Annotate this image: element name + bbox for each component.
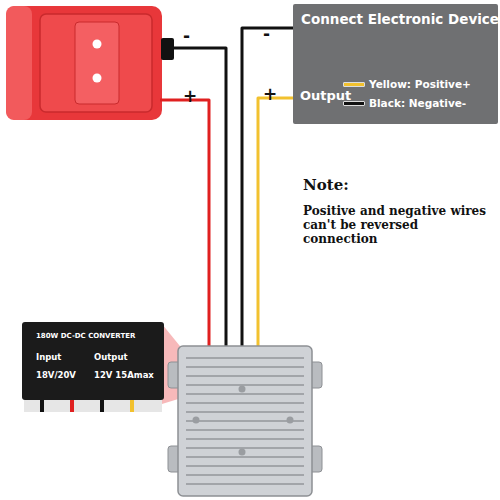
fins xyxy=(186,358,304,484)
table-cell: Input xyxy=(36,352,61,362)
table-cell: Output xyxy=(94,352,128,362)
yellow-wire xyxy=(258,98,300,350)
converter-label: 180W DC-DC CONVERTER Input Output 18V/20V 12… xyxy=(22,322,164,400)
screw-hole xyxy=(93,40,102,49)
adapter-center xyxy=(75,22,119,104)
screw xyxy=(193,417,200,424)
polarity-sign: - xyxy=(183,26,190,46)
polarity-sign: + xyxy=(263,84,277,104)
device-heading: Connect Electronic Device xyxy=(301,11,499,27)
label-title: 180W DC-DC CONVERTER xyxy=(36,332,135,340)
polarity-sign: + xyxy=(183,86,197,106)
wire-stub xyxy=(130,398,134,412)
screw xyxy=(239,386,246,393)
legend-text: Yellow: Positive+ xyxy=(369,78,471,90)
legend-swatch xyxy=(343,101,365,106)
red-wire xyxy=(160,100,209,350)
label-strip xyxy=(24,398,162,412)
wire-stub xyxy=(70,398,74,412)
strip xyxy=(24,398,162,412)
adapter-plate xyxy=(40,14,152,112)
screw-hole xyxy=(93,74,102,83)
switch xyxy=(161,38,174,60)
table-cell: 18V/20V xyxy=(36,370,76,380)
screw xyxy=(239,449,246,456)
table-cell: 12V 15Amax xyxy=(94,370,154,380)
legend-item: Yellow: Positive+ xyxy=(343,78,471,90)
black-wire xyxy=(174,48,226,350)
converter xyxy=(168,346,322,496)
screw xyxy=(287,417,294,424)
legend-text: Black: Negative- xyxy=(369,97,466,109)
black-wire xyxy=(242,28,300,350)
note-text: Positive and negative wires can't be rev… xyxy=(303,204,493,246)
battery-adapter xyxy=(6,6,174,120)
note-heading: Note: xyxy=(303,176,349,194)
wire-stub xyxy=(40,398,44,412)
adapter-body xyxy=(6,6,162,120)
polarity-sign: - xyxy=(263,24,270,44)
converter-body xyxy=(178,346,312,496)
legend-item: Black: Negative- xyxy=(343,97,466,109)
wire-stub xyxy=(100,398,104,412)
wires xyxy=(160,28,300,350)
adapter-rail xyxy=(6,6,32,120)
legend-swatch xyxy=(343,82,365,87)
